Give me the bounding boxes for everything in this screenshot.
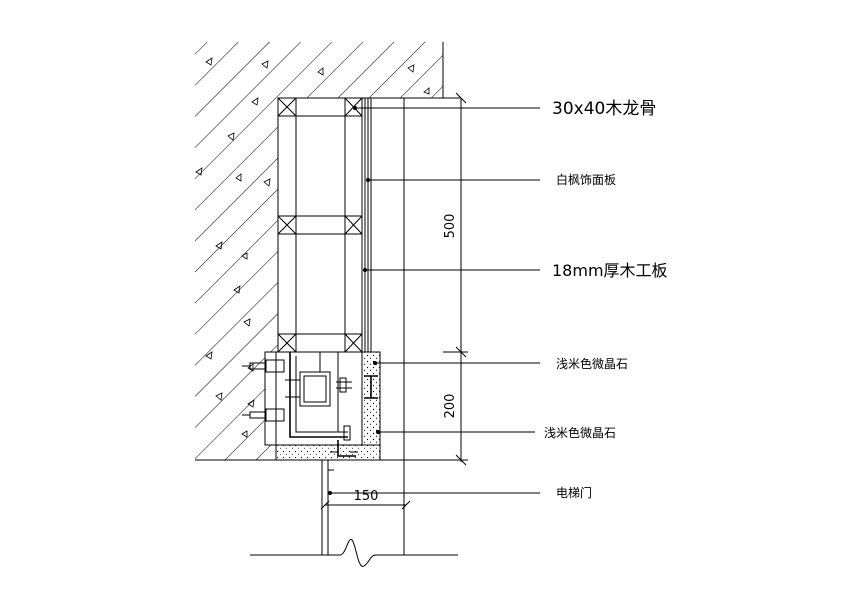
elevator-door [321,460,334,555]
label-maple-finish: 白枫饰面板 [556,172,616,187]
label-plywood-board: 18mm厚木工板 [552,261,668,280]
timber-frame [277,97,363,353]
label-timber-frame: 30x40木龙骨 [552,99,656,119]
dimension-200: 200 [443,394,458,419]
dimension-500: 500 [443,214,458,239]
leader-lines [328,106,540,495]
anchor-bolts [242,359,285,422]
board-layers [364,98,372,352]
aggregate-marks [195,57,430,438]
label-stone-2: 浅米色微晶石 [544,426,616,440]
concrete-wall [195,42,444,461]
reference-lines [403,97,460,555]
vertical-dimension [380,92,468,466]
horizontal-dimension [320,500,411,510]
stone-base [242,351,381,461]
label-stone-1: 浅米色微晶石 [556,357,628,371]
dimension-150: 150 [354,489,379,504]
label-elevator-door: 电梯门 [556,485,592,500]
ground-line [250,538,458,567]
